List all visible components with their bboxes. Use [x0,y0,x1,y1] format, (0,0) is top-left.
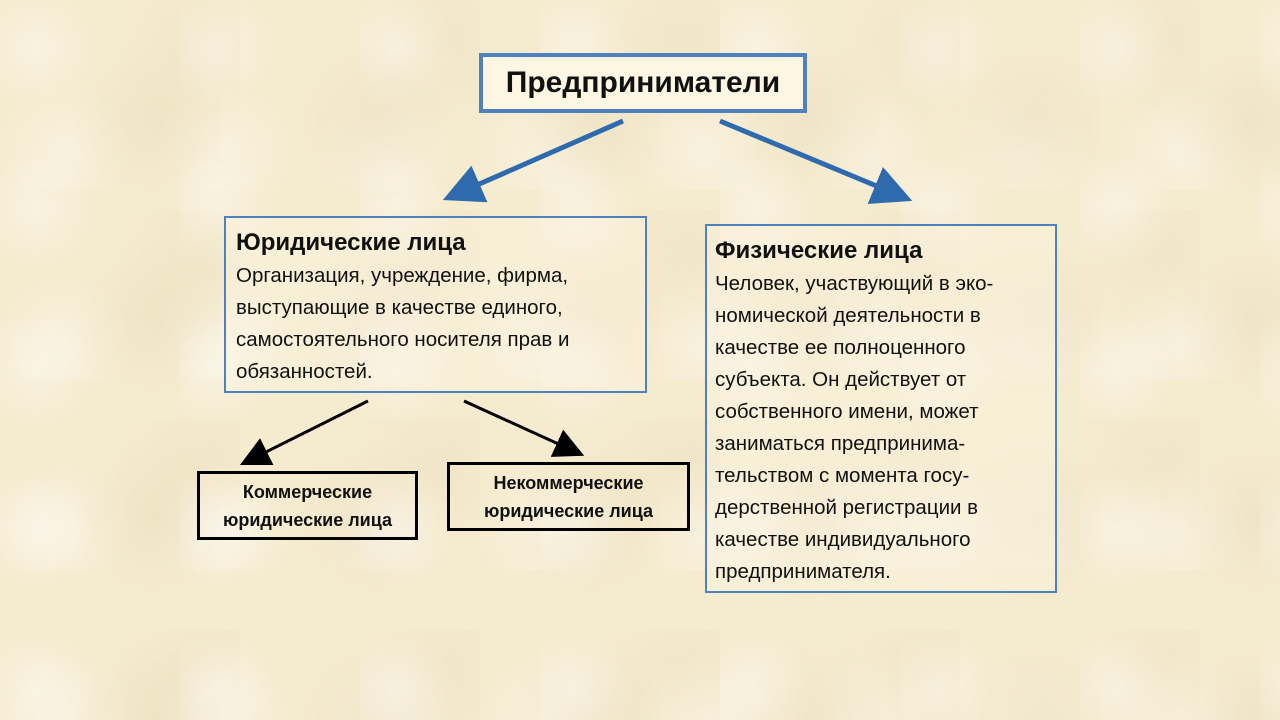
natural-persons-line: номической деятельности в [715,304,981,327]
noncommercial-label: Некоммерческие юридические лица [484,469,653,525]
legal-entities-line: самостоятельного носителя прав и [236,328,570,351]
natural-persons-line: качестве ее полноценного [715,336,966,359]
arrow-to-commercial [239,399,369,466]
natural-persons-node: Физические лица Человек, участвующий в э… [705,224,1057,593]
commercial-legal-entities-node: Коммерческие юридические лица [197,471,418,540]
legal-entities-line: Организация, учреждение, фирма, [236,264,569,287]
noncommercial-label-line: юридические лица [483,500,654,521]
root-node-entrepreneurs: Предприниматели [479,53,807,113]
natural-persons-line: заниматься предпринима- [715,432,966,455]
natural-persons-line: качестве индивидуального [715,528,971,551]
legal-entities-title: Юридические лица [236,229,466,256]
arrow-to-natural-persons [719,118,913,204]
noncommercial-legal-entities-node: Некоммерческие юридические лица [447,462,690,531]
natural-persons-description: Человек, участвующий в эко- номической д… [715,268,1049,588]
commercial-label: Коммерческие юридические лица [223,478,392,534]
natural-persons-line: собственного имени, может [715,400,979,423]
natural-persons-line: Человек, участвующий в эко- [715,272,994,295]
legal-entities-line: обязанностей. [236,360,373,383]
legal-entities-line: выступающие в качестве единого, [236,296,563,319]
natural-persons-line: предпринимателя. [715,560,891,583]
natural-persons-title: Физические лица [715,237,923,264]
root-node-label: Предприниматели [505,66,781,99]
noncommercial-label-line: Некоммерческие [493,472,644,493]
legal-entities-description: Организация, учреждение, фирма, выступаю… [236,260,637,388]
commercial-label-line: Коммерческие [242,481,373,502]
natural-persons-line: тельством с момента госу- [715,464,970,487]
commercial-label-line: юридические лица [222,509,393,530]
natural-persons-line: дерственной регистрации в [715,496,979,519]
arrow-to-legal-entities [442,118,625,203]
arrow-to-noncommercial [463,399,585,457]
legal-entities-node: Юридические лица Организация, учреждение… [224,216,647,393]
natural-persons-line: субъекта. Он действует от [715,368,967,391]
